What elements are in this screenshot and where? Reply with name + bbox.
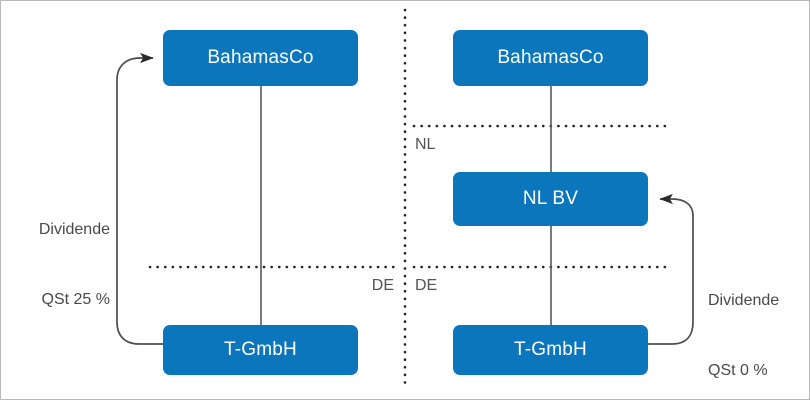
node-left-bahamasco[interactable]: BahamasCo: [163, 30, 358, 86]
right-de-label: DE: [415, 278, 489, 294]
right-nl-label: NL: [415, 137, 489, 153]
left-dividend-flow-arrow: [116, 52, 163, 345]
left-dividend-label: Dividende QSt 25 %: [0, 172, 110, 358]
right-dividend-label-line1: Dividende: [708, 292, 780, 310]
right-nl-label-text: NL: [415, 136, 436, 153]
node-left-tgmbh-label: T-GmbH: [224, 339, 297, 360]
left-dividend-label-line1: Dividende: [38, 221, 110, 239]
node-right-tgmbh-label: T-GmbH: [514, 339, 587, 360]
node-right-nlbv[interactable]: NL BV: [453, 172, 648, 226]
right-dividend-label: Dividende QSt 0 %: [708, 243, 808, 400]
node-right-bahamasco-label: BahamasCo: [497, 47, 604, 68]
node-left-tgmbh[interactable]: T-GmbH: [163, 325, 358, 375]
node-right-nlbv-label: NL BV: [522, 188, 579, 209]
left-dividend-label-line2: QSt 25 %: [41, 290, 110, 308]
node-right-tgmbh[interactable]: T-GmbH: [453, 325, 648, 375]
left-de-label-text: DE: [371, 277, 394, 294]
right-dividend-label-line2: QSt 0 %: [708, 361, 768, 379]
right-dividend-flow-arrow: [648, 193, 694, 345]
left-de-label: DE: [320, 278, 394, 294]
right-de-label-text: DE: [415, 277, 438, 294]
node-right-bahamasco[interactable]: BahamasCo: [453, 30, 648, 86]
node-left-bahamasco-label: BahamasCo: [207, 47, 314, 68]
